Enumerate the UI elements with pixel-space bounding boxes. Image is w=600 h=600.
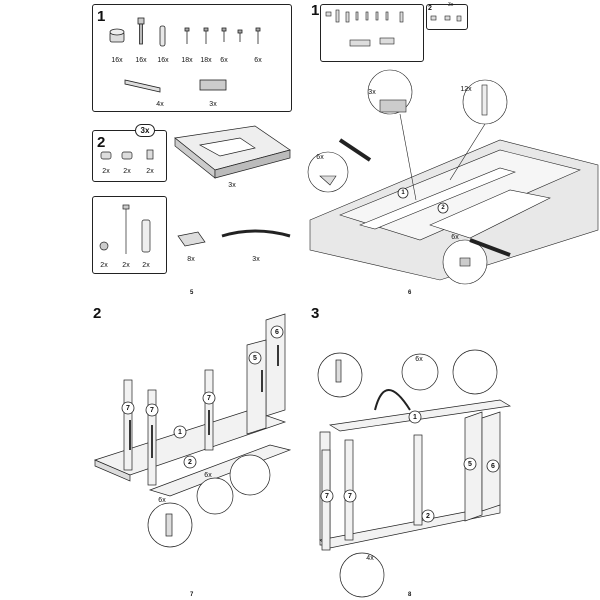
callout-count: 6x [415, 356, 423, 363]
panel-label: 7 [207, 395, 211, 402]
callout-count: 6x [204, 472, 212, 479]
step-number: 2 [93, 305, 102, 322]
panel-label: 5 [253, 355, 257, 362]
panel-label: 2 [188, 459, 192, 466]
count-label: 3x [228, 182, 236, 189]
callout-count: 6x [316, 154, 324, 161]
count-label: 16x [135, 57, 147, 64]
count-label: 6x [220, 57, 228, 64]
panel-label: 2 [426, 513, 430, 520]
count-label: 3x [209, 101, 217, 108]
callout-count: 6x [451, 234, 459, 241]
count-label: 8x [187, 256, 195, 263]
panel-label: 1 [178, 429, 182, 436]
page-number: 5 [190, 290, 194, 296]
bolts-illustration [99, 204, 291, 254]
count-label: 2x [123, 168, 131, 175]
extra-parts-panel [92, 196, 167, 274]
hardware-parts-illustration [109, 17, 261, 93]
panel-label: 7 [348, 493, 352, 500]
callout-count: 12x [460, 86, 472, 93]
legs-assembly-illustration [94, 313, 292, 548]
count-label: 16x [157, 57, 169, 64]
count-label: 18x [181, 57, 193, 64]
count-label: 2x [146, 168, 154, 175]
count-label: 18x [200, 57, 212, 64]
step-number: 2 [428, 5, 432, 12]
frame-assembly-illustration [317, 349, 512, 598]
panel-label: 6 [275, 329, 279, 336]
count-label: 3x [252, 256, 260, 263]
step-number: 2 [97, 134, 106, 151]
page-number: 7 [190, 592, 194, 598]
bracket-parts-illustration [100, 125, 291, 179]
step-number: 1 [97, 8, 106, 25]
count-label: 2x [102, 168, 110, 175]
step-number: 1 [311, 2, 320, 19]
panel-label: 1 [413, 414, 417, 421]
step-1-parts-panel [92, 4, 292, 112]
count-label: 2x [142, 262, 150, 269]
count-label: 2x [100, 262, 108, 269]
count-label: 6x [254, 57, 262, 64]
panel-label: 6 [491, 463, 495, 470]
page-6: 1 2 3x [300, 0, 600, 300]
panel-label: 5 [468, 461, 472, 468]
assembly-illustration [307, 9, 599, 285]
panel-label: 7 [150, 407, 154, 414]
multiplier-badge: 3x [448, 2, 454, 8]
panel-label: 1 [401, 190, 405, 196]
count-label: 2x [122, 262, 130, 269]
page-5: 1 16x 16x 16x 18x 18x 6x 6x 4x 3x [0, 0, 300, 300]
panel-label: 7 [126, 405, 130, 412]
page-number: 8 [408, 592, 412, 598]
count-label: 16x [111, 57, 123, 64]
callout-count: 4x [366, 555, 374, 562]
page-8: 3 [300, 300, 600, 600]
page-number: 6 [408, 290, 412, 296]
panel-label: 2 [441, 205, 445, 211]
callout-count: 3x [368, 89, 376, 96]
step-number: 3 [311, 305, 320, 322]
page-7: 2 [0, 300, 300, 600]
callout-count: 6x [158, 497, 166, 504]
multiplier-badge: 3x [135, 124, 155, 137]
panel-label: 7 [325, 493, 329, 500]
count-label: 4x [156, 101, 164, 108]
